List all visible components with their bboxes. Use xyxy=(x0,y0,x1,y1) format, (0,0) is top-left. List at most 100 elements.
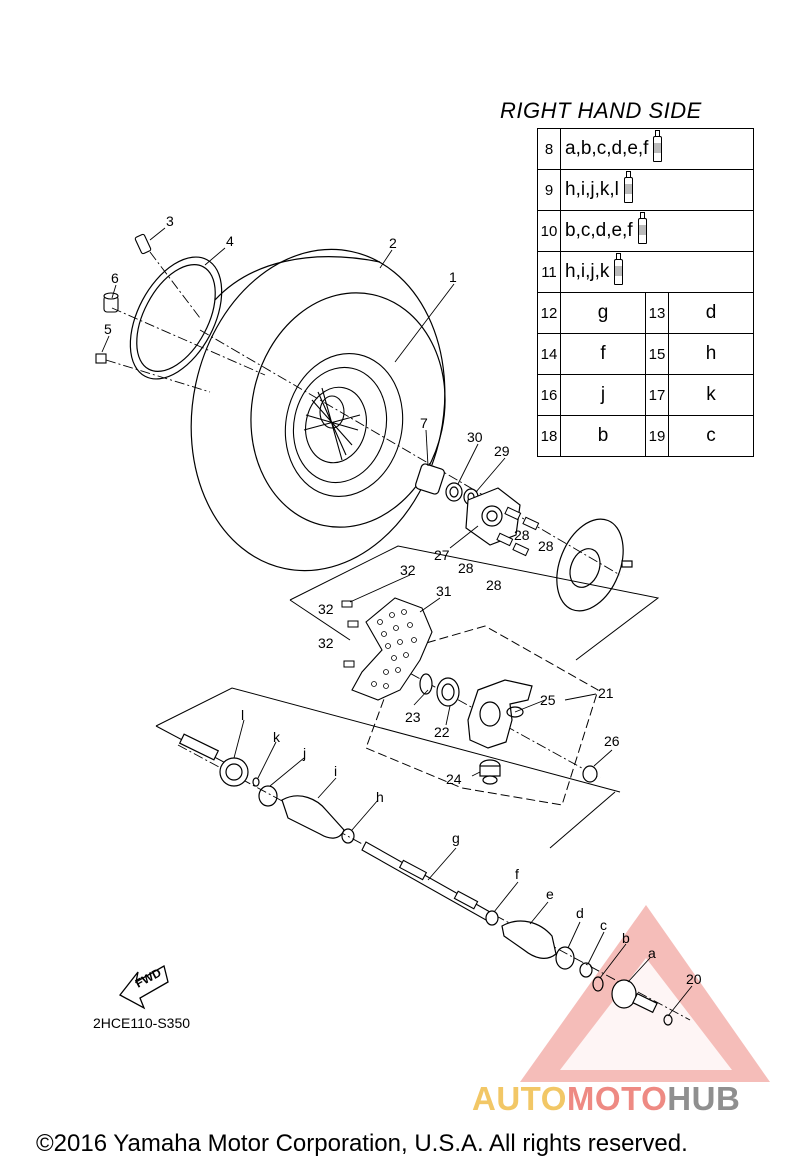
legend-row-value: b xyxy=(560,415,646,457)
callout-6: 6 xyxy=(111,270,119,286)
legend-row: 8 a,b,c,d,e,f xyxy=(537,128,754,170)
legend-row: 14 f 15 h xyxy=(537,333,755,375)
wheel-hub xyxy=(465,487,521,546)
legend-row-number: 16 xyxy=(537,374,561,416)
callout-32c: 32 xyxy=(318,635,334,651)
inner-boot xyxy=(281,795,345,839)
callout-j: j xyxy=(302,745,306,761)
legend-row-number: 10 xyxy=(537,210,561,252)
callout-25: 25 xyxy=(540,692,556,708)
legend-parts-text: a,b,c,d,e,f xyxy=(565,138,649,160)
callout-28c: 28 xyxy=(458,560,474,576)
callout-28b: 28 xyxy=(538,538,554,554)
legend-row: 18 b 19 c xyxy=(537,415,755,457)
callout-2: 2 xyxy=(389,235,397,251)
callout-29: 29 xyxy=(494,443,510,459)
drive-shaft xyxy=(361,841,491,921)
wheel-rim xyxy=(284,352,404,498)
copyright-notice: ©2016 Yamaha Motor Corporation, U.S.A. A… xyxy=(36,1130,688,1157)
legend-row-value: g xyxy=(560,292,646,334)
legend-row-number: 11 xyxy=(537,251,561,293)
knuckle-group-outline xyxy=(289,545,660,661)
inner-cv-joint xyxy=(178,733,249,787)
watermark-triangle xyxy=(520,905,770,1082)
legend-row-parts: h,i,j,k xyxy=(560,251,754,293)
legend-row-value: d xyxy=(667,292,755,334)
legend-row-parts: a,b,c,d,e,f xyxy=(560,128,754,170)
legend-parts-text: h,i,j,k,l xyxy=(565,179,619,201)
callout-28a: 28 xyxy=(514,527,530,543)
watermark-logo-part: MOTO xyxy=(566,1080,668,1117)
callout-a: a xyxy=(648,945,656,961)
callout-i: i xyxy=(334,763,337,779)
legend-row-number: 8 xyxy=(537,128,561,170)
watermark-logo-part: HUB xyxy=(667,1080,741,1117)
callout-28d: 28 xyxy=(486,577,502,593)
legend-row-value: f xyxy=(560,333,646,375)
legend-row-parts: h,i,j,k,l xyxy=(560,169,754,211)
legend-parts-text: h,i,j,k xyxy=(565,261,610,283)
callout-30: 30 xyxy=(467,429,483,445)
legend-row-number: 18 xyxy=(537,415,561,457)
callout-f: f xyxy=(515,866,519,882)
knuckle-dashed-box xyxy=(365,625,599,806)
guard-screws xyxy=(341,600,359,668)
callout-l: l xyxy=(241,707,244,723)
callout-27: 27 xyxy=(434,547,450,563)
steering-knuckle xyxy=(467,679,533,749)
callout-32a: 32 xyxy=(400,562,416,578)
small-hardware xyxy=(95,233,152,364)
legend-row-number: 12 xyxy=(537,292,561,334)
callout-26: 26 xyxy=(604,733,620,749)
guard-plate xyxy=(351,597,433,701)
outer-cv-joint xyxy=(579,962,673,1026)
hub-bolts xyxy=(496,506,540,557)
legend-row-value: h xyxy=(667,333,755,375)
callout-22: 22 xyxy=(434,724,450,740)
legend-row: 9 h,i,j,k,l xyxy=(537,169,754,211)
callout-20: 20 xyxy=(686,971,702,987)
watermark-logo-part: AUTO xyxy=(472,1080,567,1117)
callout-g: g xyxy=(452,830,460,846)
callout-d: d xyxy=(576,905,584,921)
hub-nut-washer xyxy=(415,463,479,506)
callout-4: 4 xyxy=(226,233,234,249)
legend-parts-text: b,c,d,e,f xyxy=(565,220,633,242)
leader-lines xyxy=(101,227,693,1017)
legend-row-number: 19 xyxy=(644,415,669,457)
legend-row-number: 13 xyxy=(644,292,669,334)
watermark-logo: AUTOMOTOHUB xyxy=(472,1080,740,1118)
forward-direction-arrow: FWD xyxy=(119,965,169,1010)
callout-7: 7 xyxy=(420,415,428,431)
legend-row-number: 15 xyxy=(644,333,669,375)
bearing-and-circlip xyxy=(419,673,460,707)
legend-row-value: k xyxy=(667,374,755,416)
brake-disc xyxy=(556,518,633,612)
legend-row-value: j xyxy=(560,374,646,416)
boot-bands-inner xyxy=(252,777,355,844)
grease-tube-icon xyxy=(614,253,624,285)
callout-21: 21 xyxy=(598,685,614,701)
callout-k: k xyxy=(273,729,281,745)
grease-tube-icon xyxy=(623,171,633,203)
callout-31: 31 xyxy=(436,583,452,599)
tire xyxy=(190,248,446,572)
legend-row-number: 14 xyxy=(537,333,561,375)
callout-32b: 32 xyxy=(318,601,334,617)
grease-tube-icon xyxy=(653,130,663,162)
diagram-code: 2HCE110-S350 xyxy=(93,1015,191,1031)
callout-1: 1 xyxy=(449,269,457,285)
callout-labels: 1 2 3 4 5 6 7 30 29 28 28 27 28 28 32 31… xyxy=(104,213,702,987)
callout-5: 5 xyxy=(104,321,112,337)
callout-24: 24 xyxy=(446,771,462,787)
callout-h: h xyxy=(376,789,384,805)
legend-table: 8 a,b,c,d,e,f 9 h,i,j,k,l 10 b,c,d,e,f 1… xyxy=(537,128,755,457)
oil-seal xyxy=(582,765,598,783)
legend-row: 10 b,c,d,e,f xyxy=(537,210,754,252)
callout-b: b xyxy=(622,930,630,946)
legend-row-value: c xyxy=(667,415,755,457)
legend-row: 12 g 13 d xyxy=(537,292,755,334)
callout-23: 23 xyxy=(405,709,421,725)
legend-row: 11 h,i,j,k xyxy=(537,251,754,293)
